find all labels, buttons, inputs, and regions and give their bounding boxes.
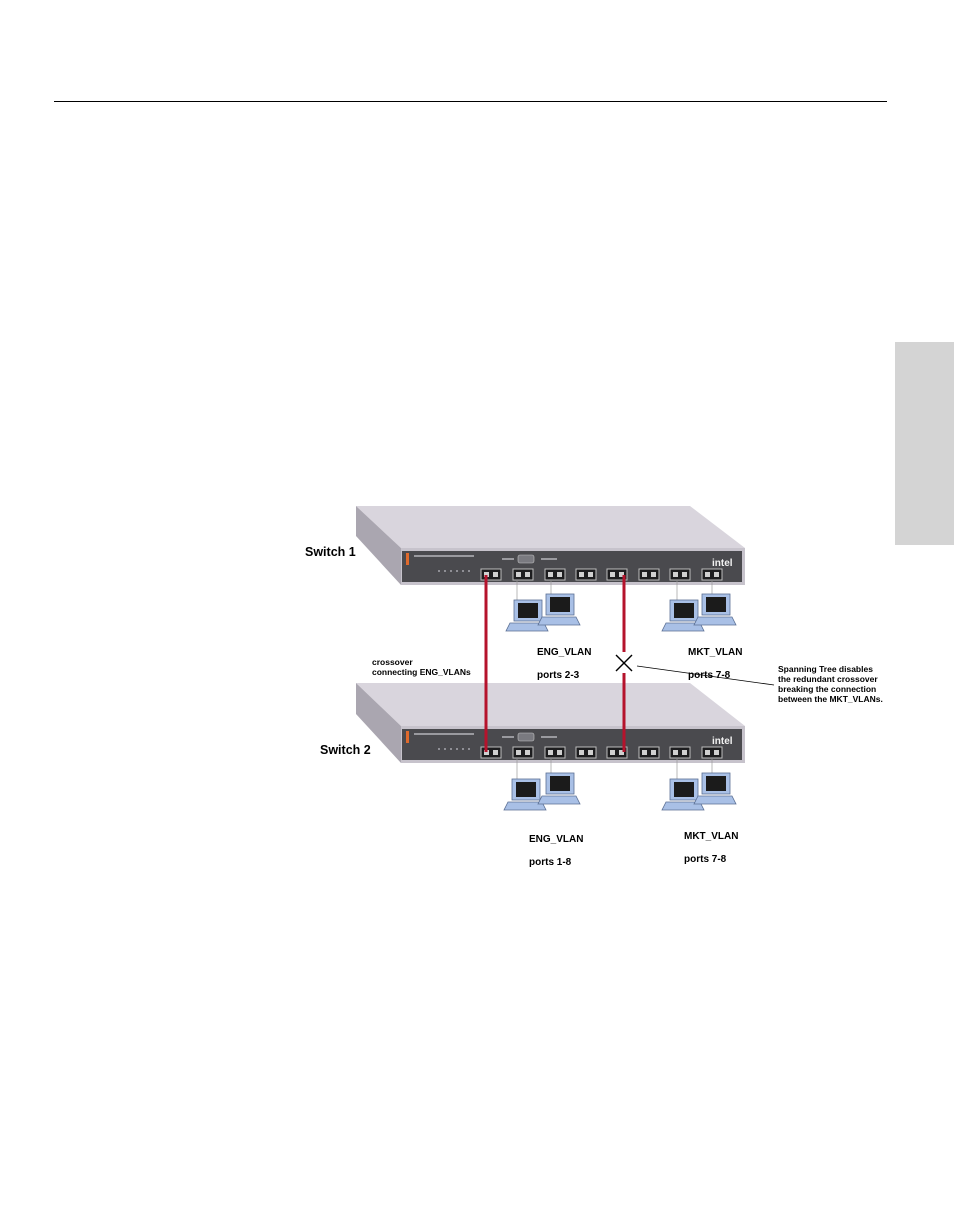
spanning-tree-note: Spanning Tree disables the redundant cro… <box>778 664 883 705</box>
switch-1-mkt-computers <box>661 593 737 632</box>
switch-2-mkt-computers <box>661 772 737 811</box>
blocked-link-x-icon <box>615 654 633 672</box>
switch-1-eng-vlan-label: ENG_VLAN ports 2-3 <box>537 635 591 694</box>
switch-2-eng-vlan-ports: ports 1-8 <box>529 857 572 869</box>
switch-1-eng-vlan-name: ENG_VLAN <box>537 646 592 658</box>
switch-1-device: intel <box>356 506 745 585</box>
switch-2-brand-logo: intel <box>712 736 733 747</box>
switch-1-label: Switch 1 <box>305 545 356 559</box>
switch-2-device: intel <box>356 683 745 763</box>
switch-1-mkt-vlan-name: MKT_VLAN <box>688 646 743 658</box>
note-leader-line <box>636 665 775 686</box>
switch-2-eng-computers <box>503 772 581 811</box>
switch-2-eng-vlan-name: ENG_VLAN <box>529 833 584 845</box>
switch-1-mkt-vlan-ports: ports 7-8 <box>688 670 731 682</box>
switch-2-eng-vlan-label: ENG_VLAN ports 1-8 <box>529 822 583 881</box>
switch-1-eng-vlan-ports: ports 2-3 <box>537 670 580 682</box>
switch-1-brand-logo: intel <box>712 558 733 569</box>
switch-1-mkt-vlan-label: MKT_VLAN ports 7-8 <box>688 635 742 694</box>
section-tab <box>895 342 954 545</box>
header-rule <box>54 101 887 102</box>
switch-2-mkt-vlan-ports: ports 7-8 <box>684 854 727 866</box>
switch-2-label: Switch 2 <box>320 743 371 757</box>
switch-2-mkt-vlan-name: MKT_VLAN <box>684 830 739 842</box>
switch-2-mkt-vlan-label: MKT_VLAN ports 7-8 <box>684 819 738 878</box>
crossover-label: crossover connecting ENG_VLANs <box>372 657 471 678</box>
